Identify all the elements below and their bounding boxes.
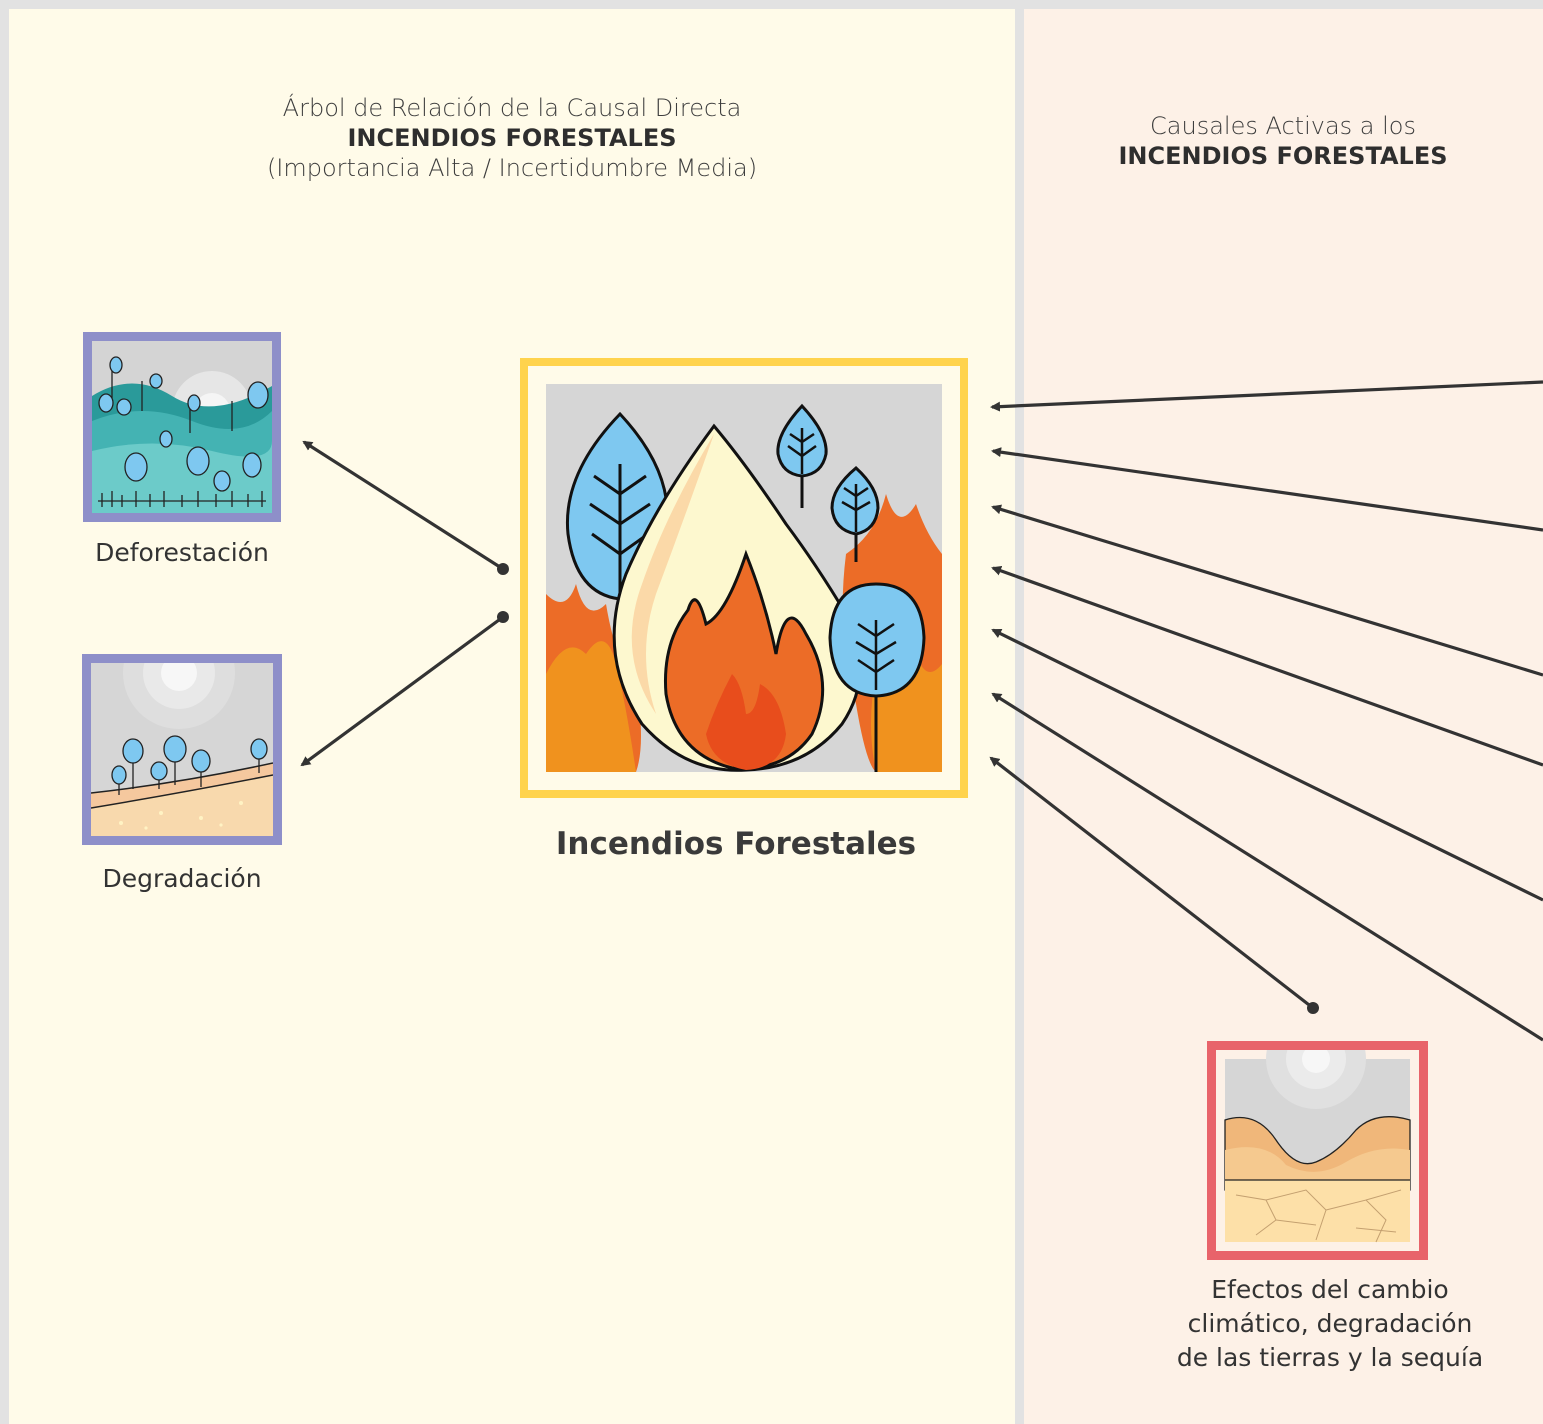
right-header-title: INCENDIOS FORESTALES [1118,142,1448,170]
left-header-rating: (Importancia Alta / Incertidumbre Media) [266,154,758,182]
drought-illustration [1224,1050,1411,1243]
climate-effects-label-line-2: climático, degradación [1187,1309,1473,1338]
deforestation-thumbnail [83,332,281,522]
degradation-label: Degradación [102,864,262,893]
climate-effects-label-line-3: de las tierras y la sequía [1176,1343,1484,1372]
left-panel-header: Árbol de Relación de la Causal Directa I… [9,93,1015,183]
deforestation-illustration [92,341,272,513]
climate-effects-thumbnail [1207,1041,1428,1260]
left-header-subtitle: Árbol de Relación de la Causal Directa [282,94,742,122]
deforestation-label: Deforestación [95,538,269,567]
degradation-illustration [91,663,273,836]
wildfire-frame [520,358,968,798]
left-header-title: INCENDIOS FORESTALES [347,124,677,152]
center-node-title: Incendios Forestales [555,826,917,862]
wildfire-illustration [546,384,942,772]
degradation-thumbnail [82,654,282,845]
right-panel-header: Causales Activas a los INCENDIOS FORESTA… [1024,111,1542,171]
climate-effects-label-line-1: Efectos del cambio [1211,1275,1449,1304]
climate-effects-label: Efectos del cambio climático, degradació… [1130,1273,1530,1375]
right-header-subtitle: Causales Activas a los [1150,112,1416,140]
